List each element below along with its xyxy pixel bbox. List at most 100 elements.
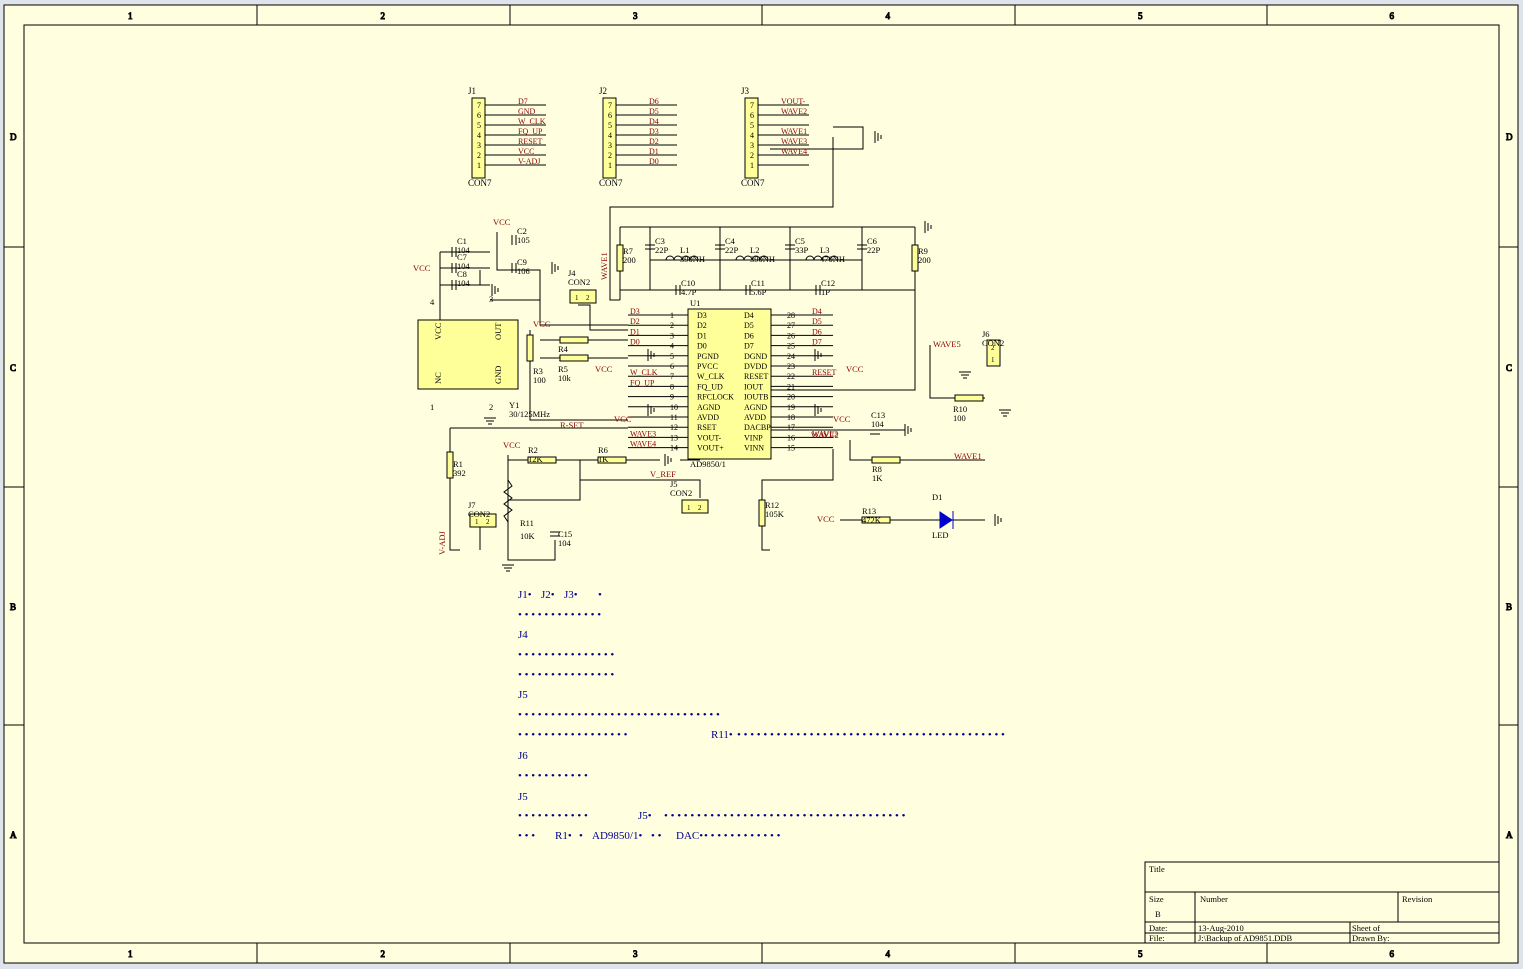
r8-value: 1K <box>872 473 883 483</box>
j2-type: CON7 <box>599 178 623 188</box>
d1-ref: D1 <box>932 492 942 502</box>
u1-right-pin-num: 27 <box>787 321 795 330</box>
r4-ref: R4 <box>558 344 569 354</box>
frame-col-top: 4 <box>886 11 891 21</box>
r8-body <box>871 456 901 464</box>
u1-right-pin-num: 28 <box>787 311 795 320</box>
j3-net-label: WAVE2 <box>781 107 807 116</box>
c1-value: 104 <box>457 245 471 255</box>
frame-row-right: D <box>1506 132 1513 142</box>
frame-row-right: B <box>1506 602 1512 612</box>
j2-net-label: D3 <box>649 127 659 136</box>
note-line-13: • • • R1• • AD9850/1• • • DAC• • • • • •… <box>518 830 781 842</box>
j2-body <box>602 97 617 179</box>
net-vcc: VCC <box>493 217 511 227</box>
u1-right-pin-name: VINN <box>744 444 764 453</box>
u1-left-net: D0 <box>630 338 640 347</box>
net-wave1: WAVE1 <box>599 252 609 280</box>
note-j3: J3• <box>564 589 578 601</box>
r11-body <box>503 479 513 523</box>
net-vcc: VCC <box>533 319 551 329</box>
revision-label: Revision <box>1402 894 1433 904</box>
u1-left-pin-num: 7 <box>670 372 674 381</box>
note-line-13-g: • • • • • • • • • • • • <box>704 830 781 842</box>
j2-net-label: D6 <box>649 97 659 106</box>
wire <box>609 137 834 301</box>
y1-pin-out: OUT <box>493 322 503 340</box>
u1-right-pin-name: AGND <box>744 403 767 412</box>
u1-left-net: D2 <box>630 317 640 326</box>
r9-value: 200 <box>918 255 931 265</box>
u1-left-pin-name: D3 <box>697 311 707 320</box>
l1-coil <box>665 255 699 261</box>
c8-ref: C8 <box>457 269 467 279</box>
note-line-13-c: • <box>579 830 583 842</box>
frame-col-bottom: 6 <box>1390 949 1395 959</box>
d1-body <box>939 511 953 529</box>
note-line-7: • • • • • • • • • • • • • • • • • • • • … <box>518 709 720 721</box>
date-value: 13-Aug-2010 <box>1198 923 1244 933</box>
u1-right-pin-name: DVDD <box>744 362 767 371</box>
j1-pin-num: 2 <box>477 151 481 160</box>
c11-value: 5.6P <box>751 287 767 297</box>
u1-right-pin-name: DACBP <box>744 423 771 432</box>
note-dot: • <box>598 589 602 601</box>
j7-type: CON2 <box>468 509 490 519</box>
note-line-1: J1• J2• J3• • <box>518 589 602 601</box>
u1-left-pin-name: PVCC <box>697 362 718 371</box>
j4-pin2: 2 <box>586 294 590 302</box>
u1-right-pin-name: D4 <box>744 311 754 320</box>
r10-ref: R10 <box>953 404 967 414</box>
j1-pin-num: 4 <box>477 131 481 140</box>
wire <box>490 299 628 326</box>
u1-left-pin-name: W_CLK <box>697 372 725 381</box>
c15-value: 104 <box>558 538 572 548</box>
j4-ref: J4 <box>568 268 576 278</box>
u1-right-pin-name: VINP <box>744 433 763 442</box>
u1-left-net: D1 <box>630 327 640 336</box>
u1-right-pin-name: D7 <box>744 342 754 351</box>
c10-ref: C10 <box>681 278 695 288</box>
r6-body <box>597 456 627 464</box>
u1-right-net: WAVE2 <box>812 429 838 438</box>
note-j1: J1• <box>518 589 532 601</box>
j2-net-label: D2 <box>649 137 659 146</box>
j3-net-label: WAVE3 <box>781 137 807 146</box>
note-line-8-mid: R11• <box>711 729 733 741</box>
net-vcc: VCC <box>817 514 835 524</box>
frame-col-top: 1 <box>128 11 133 21</box>
r12-ref: R12 <box>765 500 779 510</box>
c6-value: 22P <box>867 245 881 255</box>
wire <box>849 440 985 461</box>
u1-right-pin-name: IOUT <box>744 382 763 391</box>
j1-net-label: V-ADJ <box>518 157 540 166</box>
note-line-12-mid: J5• <box>638 810 652 822</box>
r4-body <box>559 336 589 344</box>
u1-right-pin-num: 19 <box>787 403 795 412</box>
r2-ref: R2 <box>528 445 538 455</box>
j3-net-label: WAVE4 <box>781 147 807 156</box>
c10-value: 4.7P <box>681 287 697 297</box>
j7-pin2: 2 <box>486 518 490 526</box>
net-wave1: WAVE1 <box>954 451 982 461</box>
r3-body <box>526 334 534 362</box>
j3-pin-num: 2 <box>750 151 754 160</box>
j2-pin-num: 7 <box>608 101 612 110</box>
r10-value: 100 <box>953 413 966 423</box>
y1-pin2: 2 <box>489 402 493 412</box>
j4-body <box>569 289 597 304</box>
u1-left-pin-num: 1 <box>670 311 674 320</box>
c5-value: 33P <box>795 245 809 255</box>
u1-right-pin-num: 17 <box>787 423 795 432</box>
r7-ref: R7 <box>623 246 633 256</box>
j6-ref: J6 <box>982 329 990 339</box>
j6-type: CON2 <box>982 338 1004 348</box>
r13-value: 472K <box>862 515 882 525</box>
u1-right-pin-name: RESET <box>744 372 769 381</box>
note-line-8-post: • • • • • • • • • • • • • • • • • • • • … <box>737 729 1005 741</box>
j1-pin-num: 5 <box>477 121 481 130</box>
u1-part: AD9850/1 <box>690 459 726 469</box>
